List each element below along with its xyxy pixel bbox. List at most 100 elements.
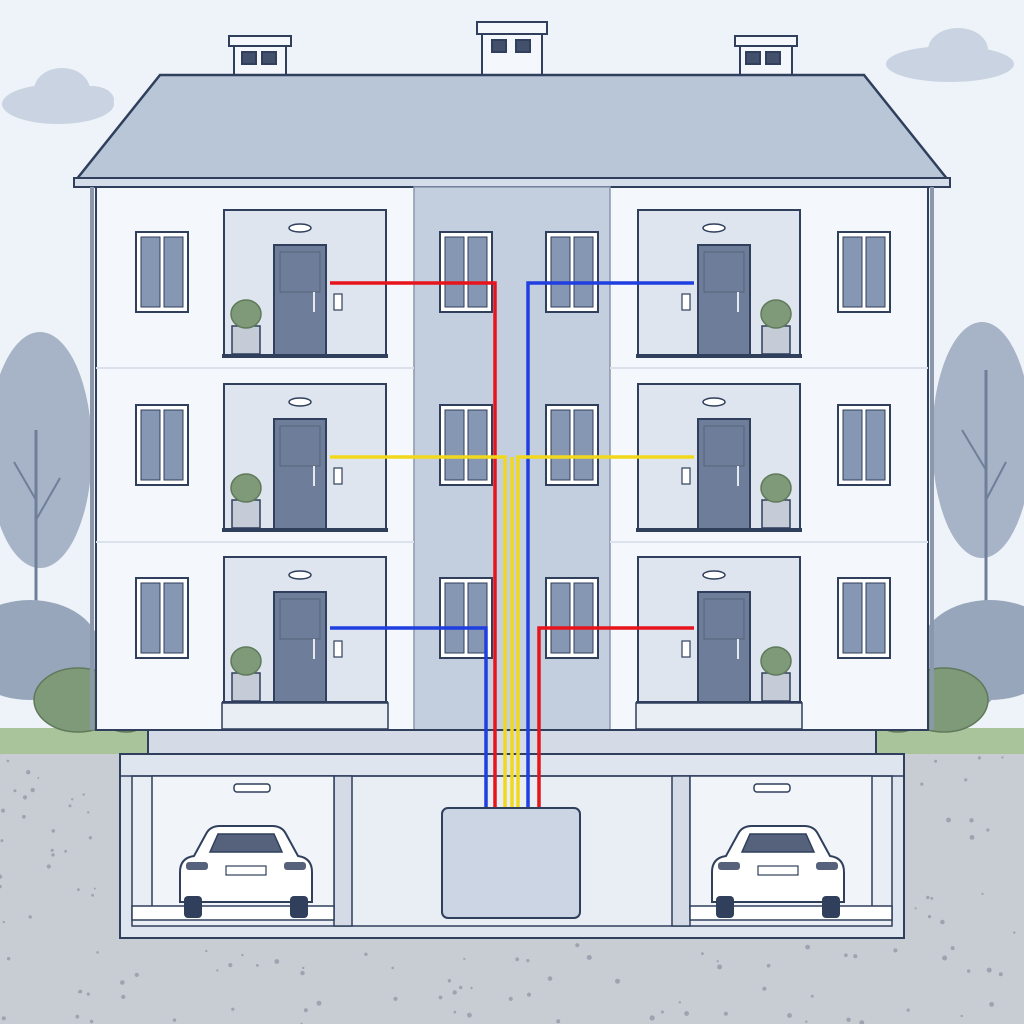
gravel-stone bbox=[981, 892, 984, 896]
garage-ceiling-light-right bbox=[753, 783, 791, 793]
gravel-stone bbox=[364, 952, 368, 956]
gravel-stone bbox=[68, 804, 72, 808]
window-pane bbox=[467, 582, 488, 654]
gravel-stone bbox=[241, 953, 244, 957]
window bbox=[545, 231, 599, 313]
gravel-stone bbox=[926, 895, 930, 900]
car-headlight bbox=[816, 862, 838, 870]
gravel-stone bbox=[526, 992, 532, 997]
gravel-stone bbox=[172, 1018, 177, 1022]
garage-ceiling-light-left bbox=[233, 783, 271, 793]
gravel-stone bbox=[942, 955, 948, 961]
gravel-stone bbox=[977, 756, 982, 760]
gravel-stone bbox=[701, 952, 704, 955]
gravel-stone bbox=[717, 964, 723, 970]
door-panel bbox=[703, 598, 745, 640]
window-pane bbox=[573, 582, 594, 654]
license-plate bbox=[225, 865, 267, 876]
gravel-stone bbox=[452, 990, 457, 995]
gravel-stone bbox=[216, 969, 219, 972]
window bbox=[545, 577, 599, 659]
gravel-stone bbox=[914, 907, 917, 910]
gravel-stone bbox=[950, 946, 955, 951]
gravel-stone bbox=[77, 888, 80, 891]
entrance-step bbox=[635, 702, 803, 730]
gravel-stone bbox=[28, 915, 32, 919]
plant-pot bbox=[761, 672, 791, 702]
window-pane bbox=[140, 236, 161, 308]
unit-door bbox=[273, 418, 327, 530]
window bbox=[439, 404, 493, 486]
gravel-stone bbox=[121, 994, 126, 1000]
network-cables bbox=[330, 281, 694, 816]
gravel-stone bbox=[467, 1012, 472, 1018]
window-pane bbox=[163, 582, 184, 654]
car bbox=[179, 825, 313, 918]
gravel-stone bbox=[205, 949, 208, 953]
gravel-stone bbox=[22, 795, 28, 800]
apartment-unit bbox=[221, 556, 389, 730]
gravel-stone bbox=[967, 969, 971, 973]
window-pane bbox=[550, 236, 571, 308]
plant-pot bbox=[231, 672, 261, 702]
gravel-stone bbox=[969, 818, 974, 823]
gravel-stone bbox=[393, 996, 398, 1001]
gravel-stone bbox=[77, 991, 81, 994]
gravel-stone bbox=[463, 957, 466, 961]
gravel-stone bbox=[547, 976, 553, 981]
gravel-stone bbox=[13, 789, 17, 793]
window-pane bbox=[550, 582, 571, 654]
gravel-stone bbox=[96, 951, 99, 954]
gravel-stone bbox=[615, 978, 620, 984]
window-pane bbox=[842, 409, 863, 481]
intercom-panel bbox=[333, 467, 343, 485]
window-pane bbox=[842, 236, 863, 308]
gravel-stone bbox=[64, 849, 67, 853]
gravel-stone bbox=[787, 1013, 792, 1018]
car-wheel bbox=[184, 896, 202, 918]
window bbox=[135, 577, 189, 659]
gravel-stone bbox=[459, 985, 463, 990]
gravel-stone bbox=[37, 776, 40, 779]
gravel-stone bbox=[51, 829, 56, 833]
parked-cars bbox=[179, 825, 845, 918]
window-pane bbox=[140, 409, 161, 481]
gravel-stone bbox=[810, 994, 814, 998]
gravel-stone bbox=[678, 1001, 682, 1004]
car-headlight bbox=[186, 862, 208, 870]
gravel-stone bbox=[93, 887, 96, 890]
window-pane bbox=[444, 409, 465, 481]
window bbox=[837, 404, 891, 486]
gravel-stone bbox=[453, 1010, 457, 1014]
intercom-panel bbox=[681, 293, 691, 311]
unit-door bbox=[273, 591, 327, 703]
gravel-stone bbox=[859, 1020, 865, 1024]
gravel-stone bbox=[805, 944, 810, 950]
gravel-stone bbox=[964, 778, 968, 782]
gravel-stone bbox=[930, 897, 934, 900]
gravel-stone bbox=[989, 1002, 994, 1007]
gravel-stone bbox=[906, 1008, 910, 1012]
gravel-stone bbox=[438, 995, 443, 1000]
tree-left bbox=[0, 332, 92, 620]
gravel-stone bbox=[6, 957, 11, 961]
gravel-stone bbox=[86, 992, 90, 996]
gravel-stone bbox=[716, 960, 719, 963]
apartment-unit bbox=[635, 556, 803, 730]
cable-top-left-red bbox=[330, 281, 497, 816]
car-wheel bbox=[290, 896, 308, 918]
gravel-stone bbox=[6, 759, 10, 763]
gravel-stone bbox=[71, 798, 74, 801]
ceiling-light bbox=[288, 223, 312, 233]
car-windshield bbox=[208, 833, 284, 853]
apartment-unit bbox=[636, 383, 802, 532]
gravel-stone bbox=[2, 920, 5, 924]
gravel-stone bbox=[575, 943, 580, 948]
gravel-stone bbox=[853, 954, 858, 959]
gravel-stone bbox=[508, 996, 513, 1002]
ceiling-light bbox=[288, 570, 312, 580]
gravel-stone bbox=[1, 1016, 6, 1021]
cable-middle-right-yellow bbox=[516, 455, 694, 816]
gravel-stone bbox=[934, 759, 938, 763]
